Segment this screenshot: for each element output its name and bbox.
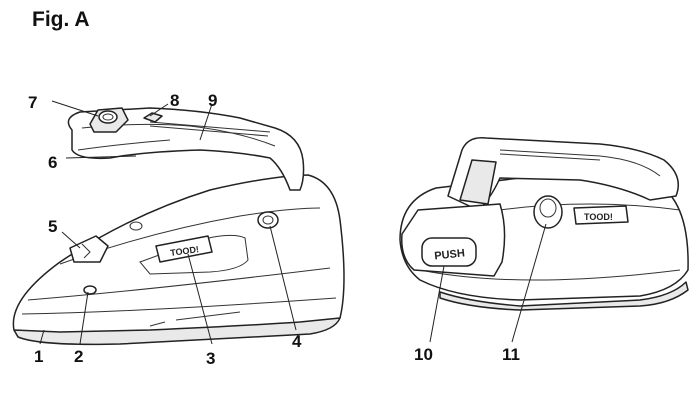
callout-9: 9 xyxy=(208,91,217,110)
callout-10: 10 xyxy=(414,345,433,364)
steam-dial-icon[interactable] xyxy=(89,107,129,133)
iron-right-view-icon: PUSH TOOD! xyxy=(399,137,689,343)
brand-badge-right: TOOD! xyxy=(573,205,629,225)
figure-title: Fig. A xyxy=(32,8,90,31)
spray-nozzle-icon[interactable] xyxy=(257,211,279,229)
callout-6: 6 xyxy=(48,153,57,172)
power-indicator[interactable] xyxy=(83,285,97,295)
iron-left-view-icon: TOOD! xyxy=(12,100,345,346)
callout-2: 2 xyxy=(74,347,83,366)
push-button-icon[interactable]: PUSH xyxy=(421,237,477,267)
temperature-dial[interactable] xyxy=(69,235,109,263)
callout-1: 1 xyxy=(34,347,43,366)
callout-4: 4 xyxy=(292,332,302,351)
steam-knob-icon[interactable] xyxy=(533,195,563,229)
handle-right xyxy=(447,137,679,211)
callout-3: 3 xyxy=(206,349,215,368)
brand-text-left: TOOD! xyxy=(170,244,200,258)
push-label: PUSH xyxy=(434,247,466,262)
soleplate-right xyxy=(439,281,689,311)
callout-7: 7 xyxy=(28,93,37,112)
callout-11: 11 xyxy=(502,345,520,364)
spray-button[interactable] xyxy=(143,112,163,123)
callout-5: 5 xyxy=(48,217,57,236)
brand-badge-left: TOOD! xyxy=(155,235,213,263)
brand-text-right: TOOD! xyxy=(584,212,613,222)
callout-8: 8 xyxy=(170,91,179,110)
handle xyxy=(67,107,305,191)
